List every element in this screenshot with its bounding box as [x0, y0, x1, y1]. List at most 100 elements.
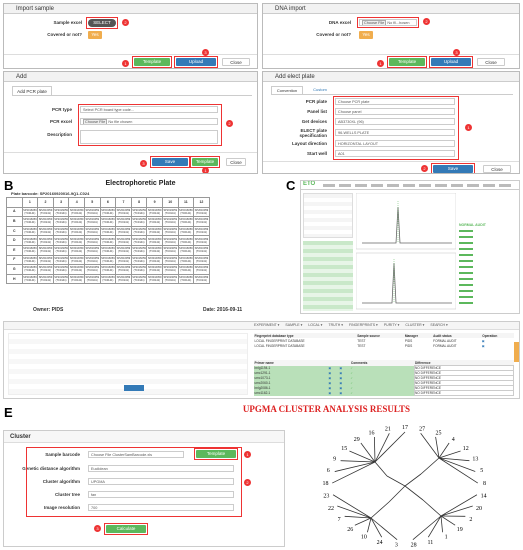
plate-well[interactable]: SP2016059 (TC0141) — [161, 254, 179, 266]
save-button[interactable]: Save — [152, 158, 188, 166]
plate-well[interactable]: SP2016059 (TC0141) — [146, 254, 163, 266]
plate-well[interactable]: SP2016059 (TC0141) — [161, 244, 179, 256]
description-textarea[interactable] — [80, 130, 218, 144]
plate-well[interactable]: SP2016059 (TC0141) — [177, 264, 195, 275]
plate-well[interactable]: SP2016059 (TC0141) — [99, 273, 117, 285]
plate-well[interactable]: SP2016059 (TC0141) — [161, 273, 179, 285]
plate-well[interactable]: SP2016059 (TC0141) — [177, 216, 195, 227]
plate-well[interactable]: SP2016059 (TC0141) — [21, 254, 39, 266]
pcr-type-select[interactable]: Select PCR board type code... — [80, 106, 218, 113]
plate-well[interactable]: SP2016059 (TC0141) — [177, 206, 195, 218]
plate-well[interactable]: SP2016059 (TC0141) — [83, 206, 101, 218]
plate-well[interactable]: SP2016059 (TC0141) — [177, 225, 195, 237]
tab-add-pcr-plate[interactable]: Add PCR plate — [12, 86, 52, 95]
plate-well[interactable]: SP2016059 (TC0141) — [193, 264, 210, 275]
plate-well[interactable]: SP2016059 (TC0141) — [37, 273, 54, 285]
upload-button[interactable]: Upload — [431, 58, 471, 66]
template-button[interactable]: Template — [389, 58, 425, 66]
menu-item[interactable]: SAMPLE ▾ — [285, 323, 303, 327]
plate-well[interactable]: SP2016059 (TC0141) — [177, 273, 195, 285]
menu-bar[interactable] — [323, 184, 513, 187]
plate-well[interactable]: SP2016059 (TC0141) — [193, 244, 210, 256]
plate-well[interactable]: SP2016059 (TC0141) — [177, 254, 195, 266]
plate-well[interactable]: SP2016059 (TC0141) — [161, 206, 179, 218]
plate-well[interactable]: SP2016059 (TC0141) — [193, 254, 210, 266]
plate-well[interactable]: SP2016059 (TC0141) — [68, 225, 85, 237]
covered-toggle[interactable]: Yes — [88, 31, 102, 39]
close-button[interactable]: Close — [483, 165, 511, 173]
plate-well[interactable]: SP2016059 (TC0141) — [130, 264, 148, 275]
menu-item[interactable]: EXPERIMENT ▾ — [254, 323, 280, 327]
close-button[interactable]: Close — [222, 58, 250, 66]
plate-well[interactable]: SP2016059 (TC0141) — [37, 264, 54, 275]
plate-well[interactable]: SP2016059 (TC0141) — [21, 264, 39, 275]
plate-well[interactable]: SP2016059 (TC0141) — [52, 225, 70, 237]
plate-well[interactable]: SP2016059 (TC0141) — [21, 225, 39, 237]
plate-well[interactable]: SP2016059 (TC0141) — [52, 244, 70, 256]
plate-well[interactable]: SP2016059 (TC0141) — [146, 206, 163, 218]
plate-well[interactable]: SP2016059 (TC0141) — [146, 235, 163, 246]
plate-well[interactable]: SP2016059 (TC0141) — [68, 206, 85, 218]
dna-file-input[interactable]: Choose File No fil...hosen — [359, 19, 417, 26]
plate-well[interactable]: SP2016059 (TC0141) — [99, 225, 117, 237]
plate-well[interactable]: SP2016059 (TC0141) — [21, 273, 39, 285]
template-button[interactable]: Template — [196, 450, 236, 458]
plate-well[interactable]: SP2016059 (TC0141) — [68, 216, 85, 227]
image-resolution-input[interactable]: 700 — [88, 504, 234, 511]
plate-well[interactable]: SP2016059 (TC0141) — [37, 254, 54, 266]
menu-item[interactable]: SEARCH ▾ — [430, 323, 448, 327]
plate-well[interactable]: SP2016059 (TC0141) — [115, 273, 132, 285]
plate-well[interactable]: SP2016059 (TC0141) — [21, 206, 39, 218]
plate-well[interactable]: SP2016059 (TC0141) — [68, 273, 85, 285]
plate-well[interactable]: SP2016059 (TC0141) — [83, 235, 101, 246]
plate-well[interactable]: SP2016059 (TC0141) — [37, 216, 54, 227]
plate-well[interactable]: SP2016059 (TC0141) — [115, 254, 132, 266]
plate-well[interactable]: SP2016059 (TC0141) — [99, 206, 117, 218]
compare-button[interactable] — [124, 385, 144, 391]
plate-well[interactable]: SP2016059 (TC0141) — [146, 216, 163, 227]
plate-well[interactable]: SP2016059 (TC0141) — [146, 225, 163, 237]
plate-well[interactable]: SP2016059 (TC0141) — [83, 254, 101, 266]
plate-well[interactable]: SP2016059 (TC0141) — [115, 206, 132, 218]
plate-well[interactable]: SP2016059 (TC0141) — [115, 264, 132, 275]
menu-item[interactable]: PURITY ▾ — [383, 323, 400, 327]
elect-plate-spec-select[interactable]: 96-WELLS PLATE — [335, 129, 455, 136]
primer-list[interactable] — [303, 241, 353, 311]
plate-well[interactable]: SP2016059 (TC0141) — [83, 216, 101, 227]
plate-well[interactable]: SP2016059 (TC0141) — [83, 225, 101, 237]
plate-well[interactable]: SP2016059 (TC0141) — [193, 235, 210, 246]
plate-well[interactable]: SP2016059 (TC0141) — [193, 216, 210, 227]
template-button[interactable]: Template — [192, 158, 218, 166]
plate-well[interactable]: SP2016059 (TC0141) — [68, 235, 85, 246]
plate-well[interactable]: SP2016059 (TC0141) — [52, 216, 70, 227]
tab-convention[interactable]: Convention — [271, 86, 303, 94]
plate-well[interactable]: SP2016059 (TC0141) — [161, 235, 179, 246]
plate-well[interactable]: SP2016059 (TC0141) — [21, 216, 39, 227]
plate-well[interactable]: SP2016059 (TC0141) — [130, 206, 148, 218]
edit-icon[interactable]: ▣ — [481, 343, 485, 348]
menu-items[interactable]: EXPERIMENT ▾ SAMPLE ▾ LOCAL ▾ TRUTH ▾ FINGER… — [254, 323, 448, 327]
plate-well[interactable]: SP2016059 (TC0141) — [83, 264, 101, 275]
plate-well[interactable]: SP2016059 (TC0141) — [130, 273, 148, 285]
panel-list-select[interactable]: Choose panel — [335, 108, 455, 115]
layout-direction-select[interactable]: HORIZONTAL LAYOUT — [335, 140, 455, 147]
plate-well[interactable]: SP2016059 (TC0141) — [21, 244, 39, 256]
menu-item[interactable]: TRUTH ▾ — [328, 323, 344, 327]
plate-well[interactable]: SP2016059 (TC0141) — [21, 235, 39, 246]
menu-item[interactable]: FINGERPRINTS ▾ — [349, 323, 378, 327]
plate-well[interactable]: SP2016059 (TC0141) — [161, 216, 179, 227]
plate-well[interactable]: SP2016059 (TC0141) — [52, 254, 70, 266]
plate-well[interactable]: SP2016059 (TC0141) — [52, 273, 70, 285]
template-button[interactable]: Template — [134, 58, 170, 66]
plate-well[interactable]: SP2016059 (TC0141) — [99, 235, 117, 246]
close-button[interactable]: Close — [477, 58, 505, 66]
close-button[interactable]: Close — [226, 158, 246, 166]
plate-well[interactable]: SP2016059 (TC0141) — [130, 216, 148, 227]
menu-item[interactable]: LOCAL ▾ — [308, 323, 323, 327]
cluster-algorithm-select[interactable]: UPGMA — [88, 478, 234, 485]
plate-well[interactable]: SP2016059 (TC0141) — [130, 254, 148, 266]
get-devices-select[interactable]: AB3730XL (96) — [335, 118, 455, 125]
plate-well[interactable]: SP2016059 (TC0141) — [115, 216, 132, 227]
